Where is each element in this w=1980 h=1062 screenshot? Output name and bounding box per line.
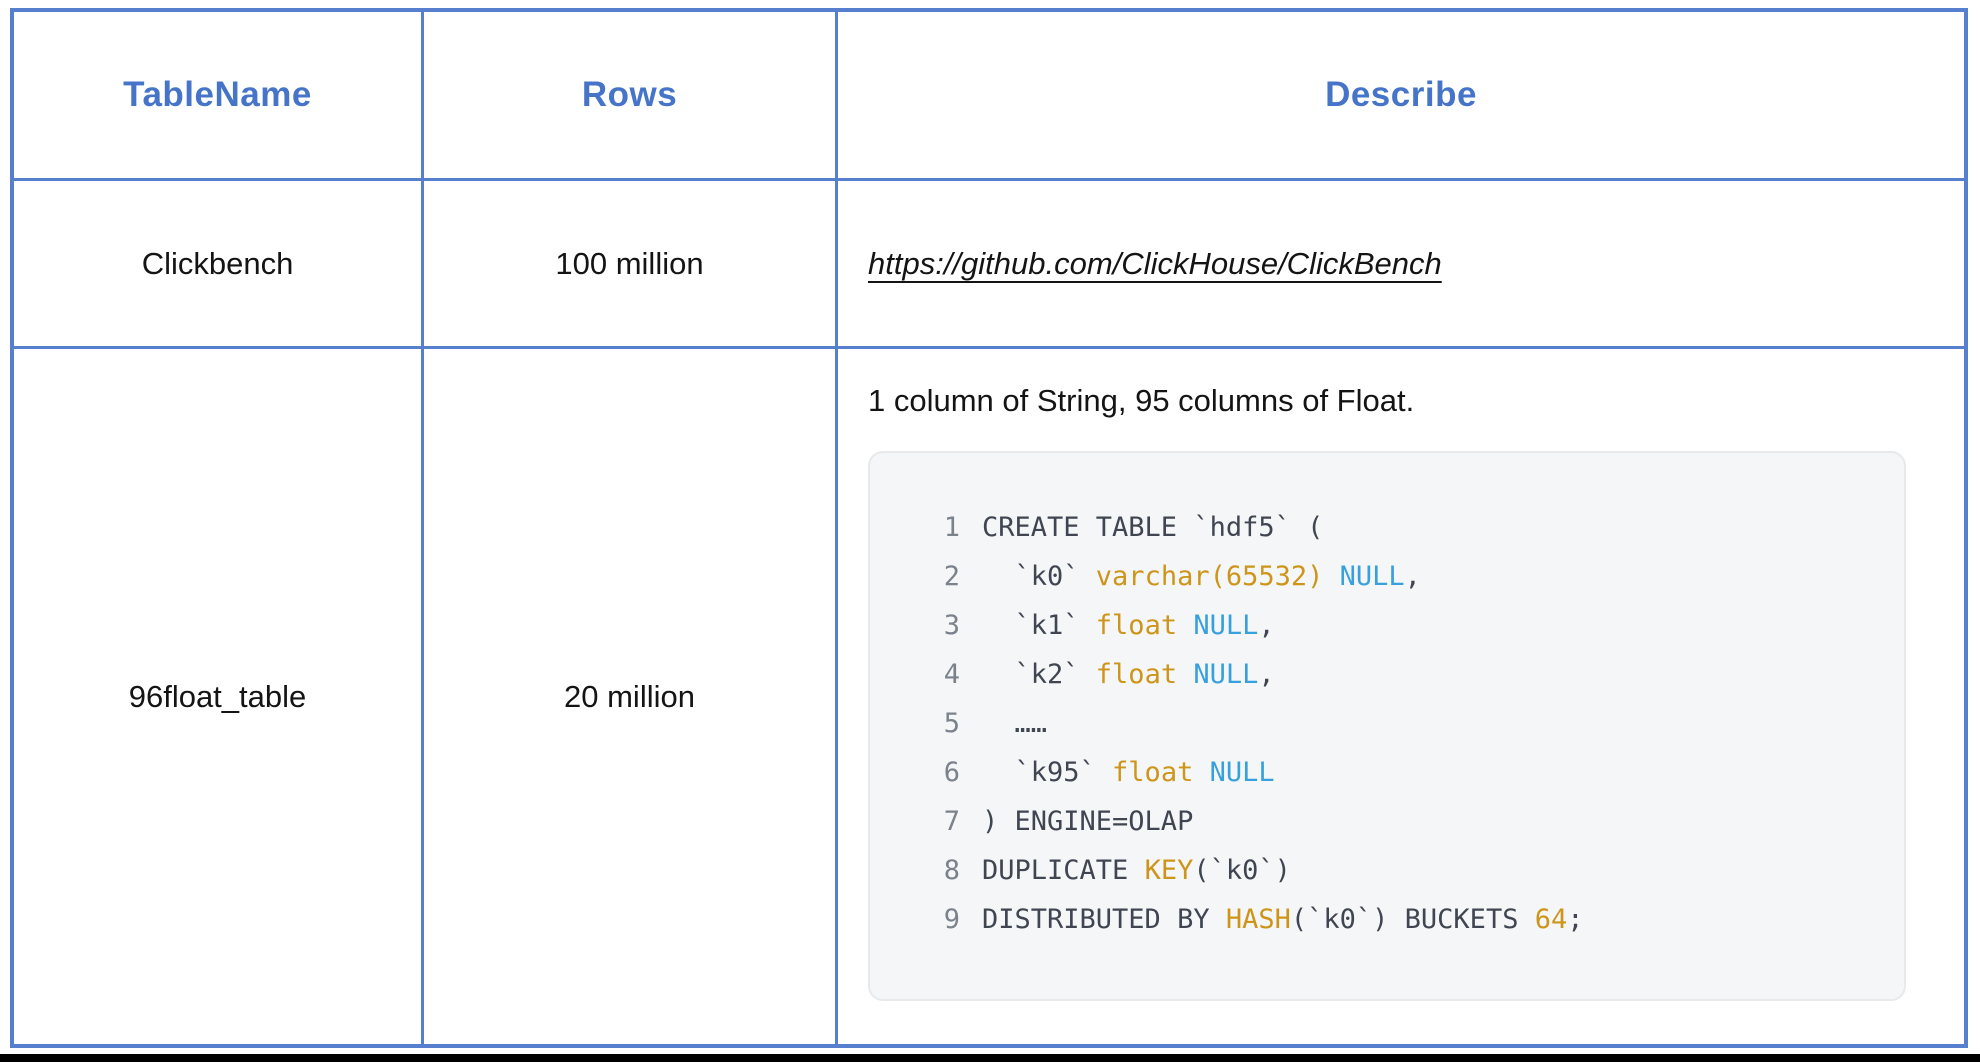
code-token: `k1` — [982, 610, 1096, 641]
clickbench-github-link[interactable]: https://github.com/ClickHouse/ClickBench — [868, 245, 1442, 281]
code-line-number: 7 — [943, 806, 960, 837]
code-token: …… — [982, 708, 1048, 739]
code-line: 1 CREATE TABLE `hdf5` ( — [936, 503, 1874, 552]
column-header-describe: Describe — [838, 12, 1964, 181]
code-token: NULL — [1193, 659, 1259, 690]
column-header-rows: Rows — [424, 12, 838, 181]
code-line: 2 `k0` varchar(65532) NULL, — [936, 552, 1874, 601]
code-token: HASH — [1225, 904, 1291, 935]
code-line: 9 DISTRIBUTED BY HASH(`k0`) BUCKETS 64; — [936, 895, 1874, 944]
table-name-value: 96float_table — [128, 678, 307, 714]
code-token — [1323, 552, 1339, 601]
code-token — [1193, 748, 1209, 797]
code-token: , — [1258, 659, 1275, 690]
code-line: 7 ) ENGINE=OLAP — [936, 797, 1874, 846]
code-token: NULL — [1339, 561, 1405, 592]
code-line: 6 `k95` float NULL — [936, 748, 1874, 797]
table-row-clickbench-name-cell: Clickbench — [14, 181, 424, 349]
code-token: ) ENGINE=OLAP — [982, 806, 1194, 837]
code-line-number: 9 — [943, 904, 960, 935]
code-line: 8 DUPLICATE KEY(`k0`) — [936, 846, 1874, 895]
code-line-number: 4 — [943, 659, 960, 690]
code-token: varchar(65532) — [1095, 561, 1324, 592]
table-row-clickbench-rows-cell: 100 million — [424, 181, 838, 349]
code-token: (`k0`) — [1193, 855, 1291, 886]
code-line: 5 …… — [936, 699, 1874, 748]
code-token: NULL — [1209, 757, 1275, 788]
code-line: 3 `k1` float NULL, — [936, 601, 1874, 650]
benchmark-tables-table: TableName Rows Describe Clickbench 100 m… — [10, 8, 1968, 1048]
code-token: float — [1112, 757, 1194, 788]
table-row-96float-rows-cell: 20 million — [424, 349, 838, 1044]
row-count-value: 20 million — [564, 678, 695, 714]
row-count-value: 100 million — [555, 245, 704, 281]
table-name-value: Clickbench — [141, 245, 294, 281]
table-row-96float-name-cell: 96float_table — [14, 349, 424, 1044]
column-header-tablename: TableName — [14, 12, 424, 181]
code-token: `k2` — [982, 659, 1096, 690]
code-line-number: 3 — [943, 610, 960, 641]
code-token: 64 — [1534, 904, 1568, 935]
code-token: float — [1095, 610, 1178, 641]
code-token: DUPLICATE — [982, 855, 1145, 886]
code-token — [1177, 601, 1193, 650]
code-token — [1177, 650, 1193, 699]
code-line-number: 5 — [943, 708, 960, 739]
code-token: CREATE TABLE `hdf5` ( — [982, 512, 1324, 543]
code-token: , — [1258, 610, 1275, 641]
code-token: KEY — [1144, 855, 1194, 886]
code-token: `k0` — [982, 561, 1096, 592]
column-header-describe-label: Describe — [1325, 75, 1477, 114]
code-line-number: 8 — [943, 855, 960, 886]
code-block: 1 CREATE TABLE `hdf5` ( 2 `k0` varchar(655… — [868, 451, 1906, 1001]
code-line-number: 1 — [943, 512, 960, 543]
bottom-rule — [0, 1054, 1980, 1062]
code-token: , — [1404, 561, 1421, 592]
code-token: NULL — [1193, 610, 1259, 641]
code-token: ; — [1567, 904, 1584, 935]
code-token: `k95` — [982, 757, 1113, 788]
code-line-number: 6 — [943, 757, 960, 788]
code-line: 4 `k2` float NULL, — [936, 650, 1874, 699]
column-header-tablename-label: TableName — [123, 75, 312, 114]
column-header-rows-label: Rows — [581, 75, 678, 114]
code-token: DISTRIBUTED BY — [982, 904, 1226, 935]
table-row-96float-describe-cell: 1 column of String, 95 columns of Float.… — [838, 349, 1964, 1044]
table-row-clickbench-describe-cell: https://github.com/ClickHouse/ClickBench — [838, 181, 1964, 349]
describe-text: 1 column of String, 95 columns of Float. — [868, 383, 1415, 418]
code-line-number: 2 — [943, 561, 960, 592]
code-token: (`k0`) BUCKETS — [1290, 904, 1535, 935]
code-token: float — [1095, 659, 1178, 690]
